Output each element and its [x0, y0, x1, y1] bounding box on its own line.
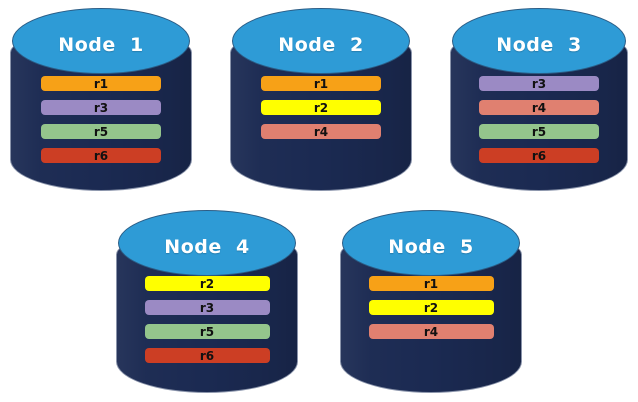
cylinder-top-5: Node 5: [342, 210, 520, 276]
replica-list-5: r1 r2 r4: [341, 276, 521, 339]
replica-bar[interactable]: r2: [144, 276, 270, 291]
db-node-3[interactable]: Node 3 r3 r4 r5 r6: [451, 8, 627, 190]
node-title-2: Node 2: [278, 33, 364, 56]
replica-bar[interactable]: r3: [41, 100, 161, 115]
replica-bar[interactable]: r6: [479, 148, 599, 163]
replica-bar[interactable]: r3: [479, 76, 599, 91]
replica-bar[interactable]: r3: [144, 300, 270, 315]
replica-list-2: r1 r2 r4: [231, 76, 411, 139]
replica-bar[interactable]: r4: [368, 324, 494, 339]
node-title-1: Node 1: [58, 33, 144, 56]
replica-list-3: r3 r4 r5 r6: [451, 76, 627, 163]
replica-bar[interactable]: r2: [368, 300, 494, 315]
replica-bar[interactable]: r2: [261, 100, 381, 115]
replica-bar[interactable]: r1: [41, 76, 161, 91]
db-node-4[interactable]: Node 4 r2 r3 r5 r6: [117, 210, 297, 394]
replica-bar[interactable]: r4: [261, 124, 381, 139]
replica-bar[interactable]: r5: [479, 124, 599, 139]
replica-list-1: r1 r3 r5 r6: [11, 76, 191, 163]
replica-bar[interactable]: r1: [368, 276, 494, 291]
db-node-5[interactable]: Node 5 r1 r2 r4: [341, 210, 521, 394]
node-row-bottom: Node 4 r2 r3 r5 r6 Node 5 r1 r2 r4: [0, 210, 638, 394]
db-node-2[interactable]: Node 2 r1 r2 r4: [231, 8, 411, 192]
replica-bar[interactable]: r5: [144, 324, 270, 339]
replica-bar[interactable]: r4: [479, 100, 599, 115]
replica-bar[interactable]: r6: [41, 148, 161, 163]
replica-bar[interactable]: r1: [261, 76, 381, 91]
cylinder-top-4: Node 4: [118, 210, 296, 276]
node-title-5: Node 5: [388, 235, 474, 258]
db-node-1[interactable]: Node 1 r1 r3 r5 r6: [11, 8, 191, 192]
cylinder-top-1: Node 1: [12, 8, 190, 74]
replica-bar[interactable]: r5: [41, 124, 161, 139]
node-title-3: Node 3: [496, 33, 582, 56]
replica-bar[interactable]: r6: [144, 348, 270, 363]
cylinder-top-2: Node 2: [232, 8, 410, 74]
node-row-top: Node 1 r1 r3 r5 r6 Node 2 r1 r2 r4: [0, 8, 638, 192]
cylinder-top-3: Node 3: [452, 8, 626, 74]
replica-list-4: r2 r3 r5 r6: [117, 276, 297, 363]
node-title-4: Node 4: [164, 235, 250, 258]
